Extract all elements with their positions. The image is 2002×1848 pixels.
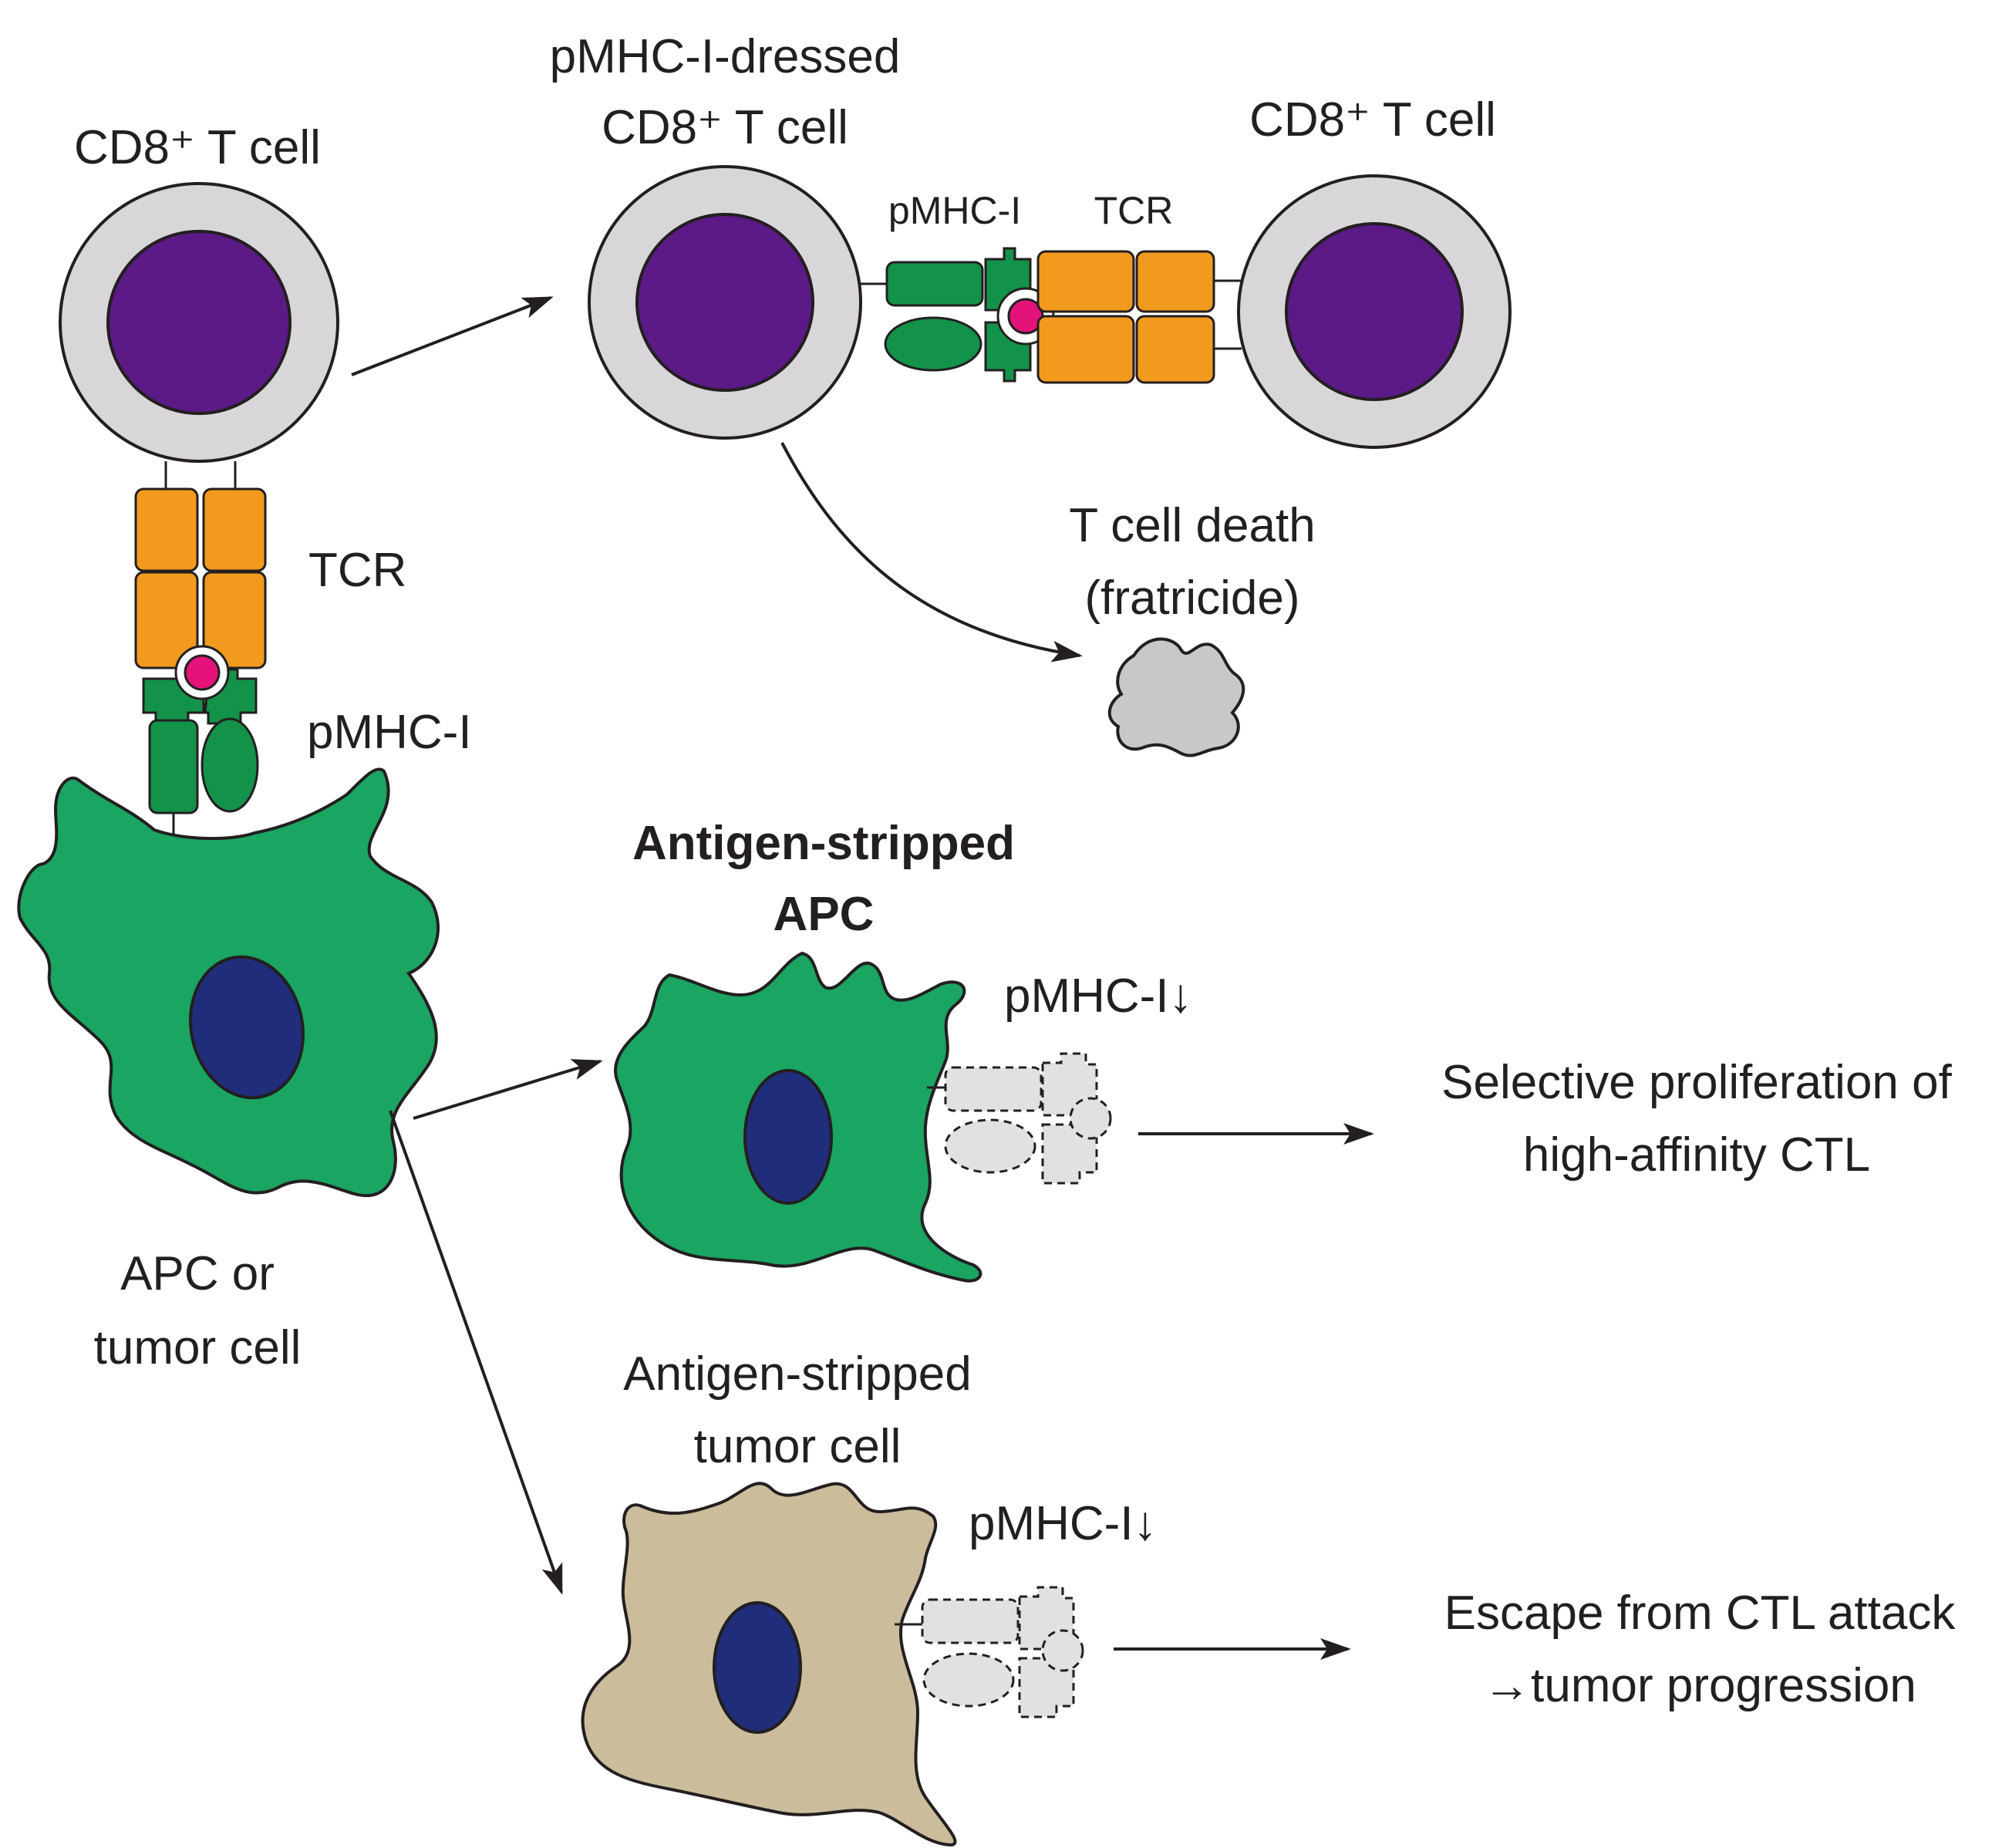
arrow-to-dressed-t-cell	[351, 296, 554, 376]
dead-t-cell	[1107, 637, 1245, 757]
tcr-small-label: TCR	[1094, 189, 1174, 232]
pmhc-down-tumor-label: pMHC-I↓	[969, 1497, 1158, 1550]
outcome-tumor-label-line2: →tumor progression	[1483, 1659, 1916, 1712]
dressed-t-cell-label-line1: pMHC-I-dressed	[550, 30, 901, 83]
pmhc-i-left-label: pMHC-I	[307, 706, 472, 759]
t-cell-death-label-line2: (fratricide)	[1084, 572, 1299, 625]
stripped-tumor-label-line2: tumor cell	[694, 1420, 902, 1473]
stripped-apc-label-line2: APC	[774, 888, 875, 941]
cd8-t-cell-right	[1237, 174, 1512, 449]
stripped-pmhc-ghost-tumor	[921, 1586, 1084, 1718]
pmhc-i-small-label: pMHC-I	[888, 189, 1021, 232]
arrow-to-t-cell-death	[780, 442, 1083, 663]
stripped-pmhc-ghost-apc	[944, 1052, 1112, 1185]
dressed-t-cell-label-line2: CD8⁺ T cell	[602, 101, 848, 154]
tcr-complex-left	[134, 487, 267, 669]
outcome-apc-label-line1: Selective proliferation of	[1441, 1056, 1952, 1109]
cd8-t-cell-left-label: CD8⁺ T cell	[74, 121, 321, 174]
stripped-apc-label-line1: Antigen-stripped	[632, 817, 1015, 870]
arrow-to-stripped-tumor-cell	[389, 1110, 563, 1595]
tcr-left-label: TCR	[308, 544, 406, 597]
apc-or-tumor-cell	[17, 767, 440, 1197]
pmhc-i-complex-dressed	[884, 247, 1055, 383]
cd8-t-cell-right-label: CD8⁺ T cell	[1249, 93, 1496, 147]
outcome-apc-label-line2: high-affinity CTL	[1523, 1128, 1870, 1182]
pmhc-down-apc-label: pMHC-I↓	[1004, 970, 1193, 1023]
antigen-stripped-tumor-cell	[581, 1482, 957, 1847]
apc-or-tumor-label-line1: APC or	[120, 1247, 275, 1300]
apc-or-tumor-label-line2: tumor cell	[94, 1321, 302, 1374]
tcr-complex-right	[1036, 250, 1215, 384]
cd8-t-cell-left	[59, 182, 339, 463]
stripped-tumor-label-line1: Antigen-stripped	[623, 1347, 972, 1401]
outcome-tumor-label-line1: Escape from CTL attack	[1444, 1587, 1957, 1640]
t-cell-death-label-line1: T cell death	[1069, 499, 1315, 552]
arrow-to-stripped-apc	[413, 1059, 603, 1120]
pmhc-dressed-cd8-t-cell	[588, 165, 862, 440]
pmhc-i-complex-left	[142, 645, 259, 814]
antigen-stripped-apc	[614, 951, 982, 1283]
